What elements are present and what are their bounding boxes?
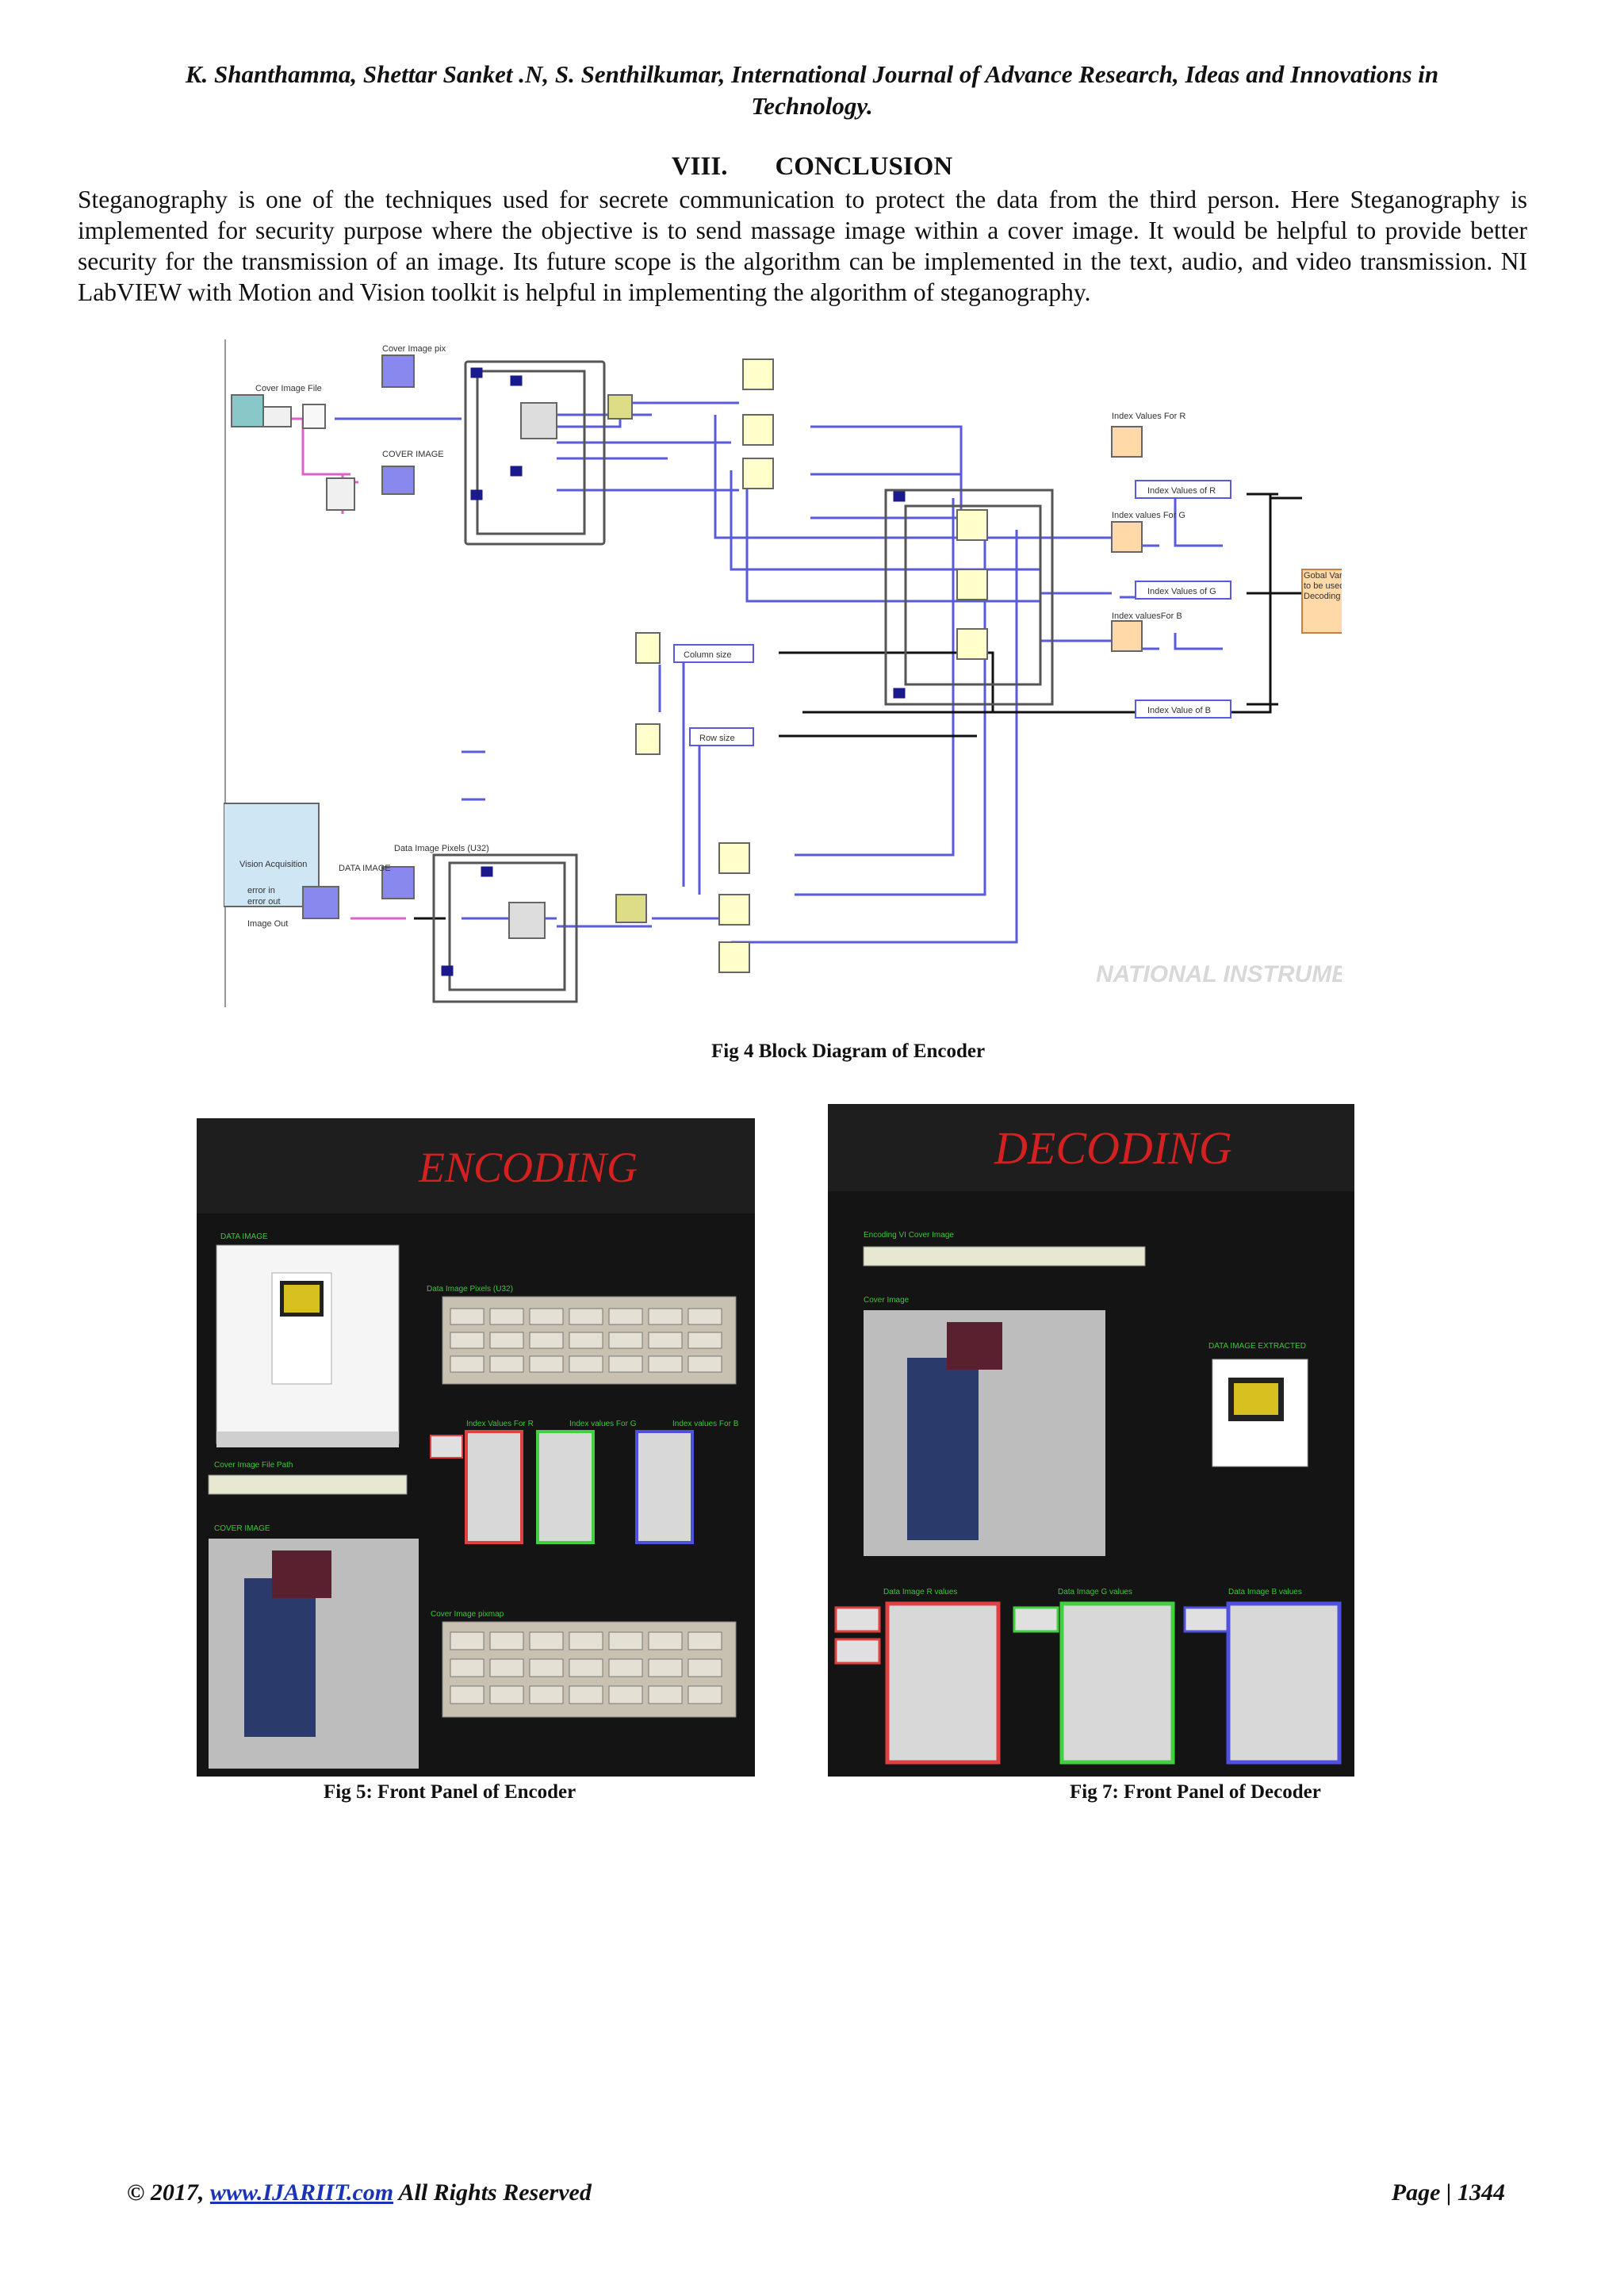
footer-prefix: © 2017, [127, 2179, 210, 2206]
header-journal: Technology. [751, 92, 873, 120]
footer-copyright: © 2017, www.IJARIIT.com All Rights Reser… [127, 2179, 592, 2206]
enc-lbl-index-b: Index values For B [672, 1420, 739, 1428]
lbl-index-r: Index Values For R [1112, 412, 1185, 421]
lbl-error-in: error in [247, 886, 275, 895]
section-number: VIII. [671, 152, 728, 181]
enc-lbl-pixels: Data Image Pixels (U32) [427, 1285, 513, 1294]
dec-lbl-g-values: Data Image G values [1058, 1588, 1132, 1596]
lbl-error-out: error out [247, 897, 281, 907]
conclusion-paragraph: Steganography is one of the techniques u… [78, 186, 1527, 306]
enc-lbl-index-r: Index Values For R [466, 1420, 534, 1428]
section-heading: VIII. CONCLUSION [0, 152, 1624, 182]
lbl-cover-image-pixels: Cover Image pix [382, 344, 446, 354]
fig4-block-diagram: Cover Image File Cover Image pix COVER I… [224, 339, 1342, 1007]
dec-lbl-extracted: DATA IMAGE EXTRACTED [1208, 1342, 1306, 1351]
fig7-decoder-panel: DECODING Encoding VI Cover Image Cover I… [828, 1104, 1354, 1777]
dec-lbl-cover-path: Encoding VI Cover Image [864, 1231, 954, 1240]
lbl-index-r-ctrl: Index Values of R [1147, 486, 1216, 496]
lbl-data-image-pixels: Data Image Pixels (U32) [394, 844, 489, 853]
running-header: K. Shanthamma, Shettar Sanket .N, S. Sen… [95, 59, 1529, 122]
enc-lbl-cover-pixmap: Cover Image pixmap [431, 1610, 504, 1619]
dec-lbl-cover-image: Cover Image [864, 1296, 910, 1305]
encoding-title: ENCODING [418, 1144, 638, 1191]
enc-lbl-cover-image: COVER IMAGE [214, 1524, 270, 1533]
footer-suffix: All Rights Reserved [393, 2179, 592, 2206]
lbl-index-b: Index valuesFor B [1112, 611, 1182, 621]
lbl-cover-image-file: Cover Image File [255, 384, 322, 393]
lbl-data-image: DATA IMAGE [339, 864, 391, 873]
lbl-index-g-ctrl: Index Values of G [1147, 587, 1216, 596]
enc-lbl-data-image: DATA IMAGE [220, 1232, 268, 1241]
lbl-global-vars: Gobal Variables to be used in Decoding V… [1304, 571, 1342, 601]
fig5-caption: Fig 5: Front Panel of Encoder [324, 1781, 576, 1803]
lbl-row-size: Row size [699, 734, 735, 743]
dec-lbl-b-values: Data Image B values [1228, 1588, 1302, 1596]
lbl-cover-image: COVER IMAGE [382, 450, 444, 459]
enc-lbl-cover-path: Cover Image File Path [214, 1461, 293, 1470]
fig4-caption: Fig 4 Block Diagram of Encoder [711, 1041, 986, 1062]
footer-page-number: Page | 1344 [1391, 2179, 1505, 2206]
lbl-column-size: Column size [684, 650, 732, 660]
dec-lbl-r-values: Data Image R values [883, 1588, 957, 1596]
lbl-index-b-ctrl: Index Value of B [1147, 706, 1211, 715]
header-authors: K. Shanthamma, Shettar Sanket .N, S. Sen… [185, 60, 1439, 88]
footer-link[interactable]: www.IJARIIT.com [209, 2179, 394, 2206]
lbl-image-out: Image Out [247, 919, 288, 929]
fig7-caption: Fig 7: Front Panel of Decoder [1070, 1781, 1321, 1803]
section-title: CONCLUSION [775, 152, 953, 181]
decoding-title: DECODING [994, 1122, 1232, 1174]
enc-lbl-index-g: Index values For G [569, 1420, 637, 1428]
lbl-vision-acq: Vision Acquisition [239, 860, 307, 869]
lbl-index-g: Index values For G [1112, 511, 1185, 520]
fig5-encoder-panel: ENCODING DATA IMAGE Data Image Pixels (U… [197, 1118, 755, 1777]
ni-watermark: NATIONAL INSTRUMENTS [1096, 961, 1342, 987]
